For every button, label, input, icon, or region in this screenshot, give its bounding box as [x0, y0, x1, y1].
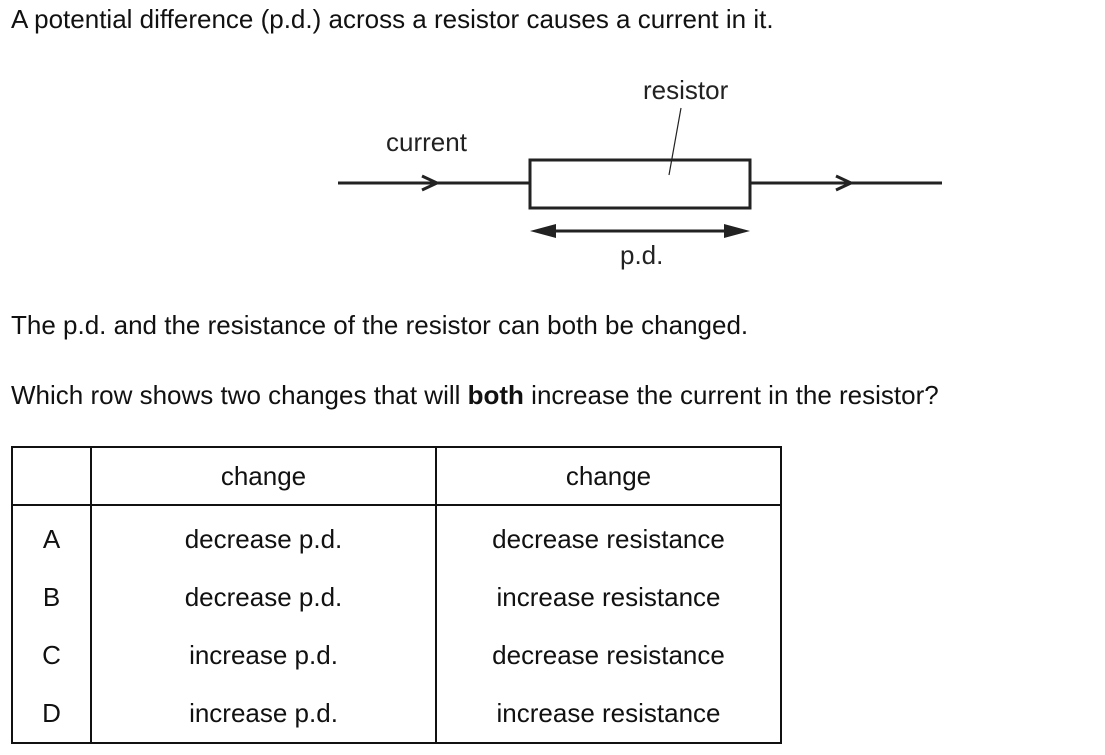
statement-text: The p.d. and the resistance of the resis… — [11, 310, 749, 340]
pd-label: p.d. — [620, 240, 663, 270]
pd-arrowhead-right-icon — [724, 224, 750, 238]
question-part-before: Which row shows two changes that will — [11, 380, 468, 410]
header-change-2: change — [435, 446, 782, 506]
option-change-1: increase p.d. — [90, 626, 437, 684]
option-letter: B — [11, 568, 92, 626]
current-arrow-right-icon — [835, 174, 855, 192]
options-table: change change A decrease p.d. decrease r… — [11, 446, 782, 744]
question-part-after: increase the current in the resistor? — [523, 380, 939, 410]
option-row-a: A decrease p.d. decrease resistance — [11, 505, 782, 568]
pd-arrowhead-left-icon — [530, 224, 556, 238]
option-row-c: C increase p.d. decrease resistance — [11, 626, 782, 684]
option-change-2: increase resistance — [435, 684, 782, 744]
option-change-1: decrease p.d. — [90, 568, 437, 626]
resistor-label: resistor — [643, 75, 729, 105]
option-row-d: D increase p.d. increase resistance — [11, 684, 782, 744]
header-letter-cell — [11, 446, 92, 506]
header-change-1: change — [90, 446, 437, 506]
table-header-row: change change — [11, 446, 782, 506]
intro-text: A potential difference (p.d.) across a r… — [11, 4, 774, 34]
option-row-b: B decrease p.d. increase resistance — [11, 568, 782, 626]
current-arrow-left-icon — [421, 174, 441, 192]
question-text: Which row shows two changes that will bo… — [11, 380, 939, 410]
current-label: current — [386, 127, 468, 157]
option-letter: D — [11, 684, 92, 744]
option-change-1: increase p.d. — [90, 684, 437, 744]
resistor-box — [528, 158, 752, 210]
circuit-diagram: resistor current p.d. — [338, 75, 942, 270]
option-change-1: decrease p.d. — [90, 505, 437, 568]
option-change-2: decrease resistance — [435, 505, 782, 568]
resistor-leader-line — [668, 107, 682, 176]
option-letter: A — [11, 505, 92, 568]
question-part-bold: both — [467, 380, 524, 410]
option-change-2: decrease resistance — [435, 626, 782, 684]
option-change-2: increase resistance — [435, 568, 782, 626]
option-letter: C — [11, 626, 92, 684]
